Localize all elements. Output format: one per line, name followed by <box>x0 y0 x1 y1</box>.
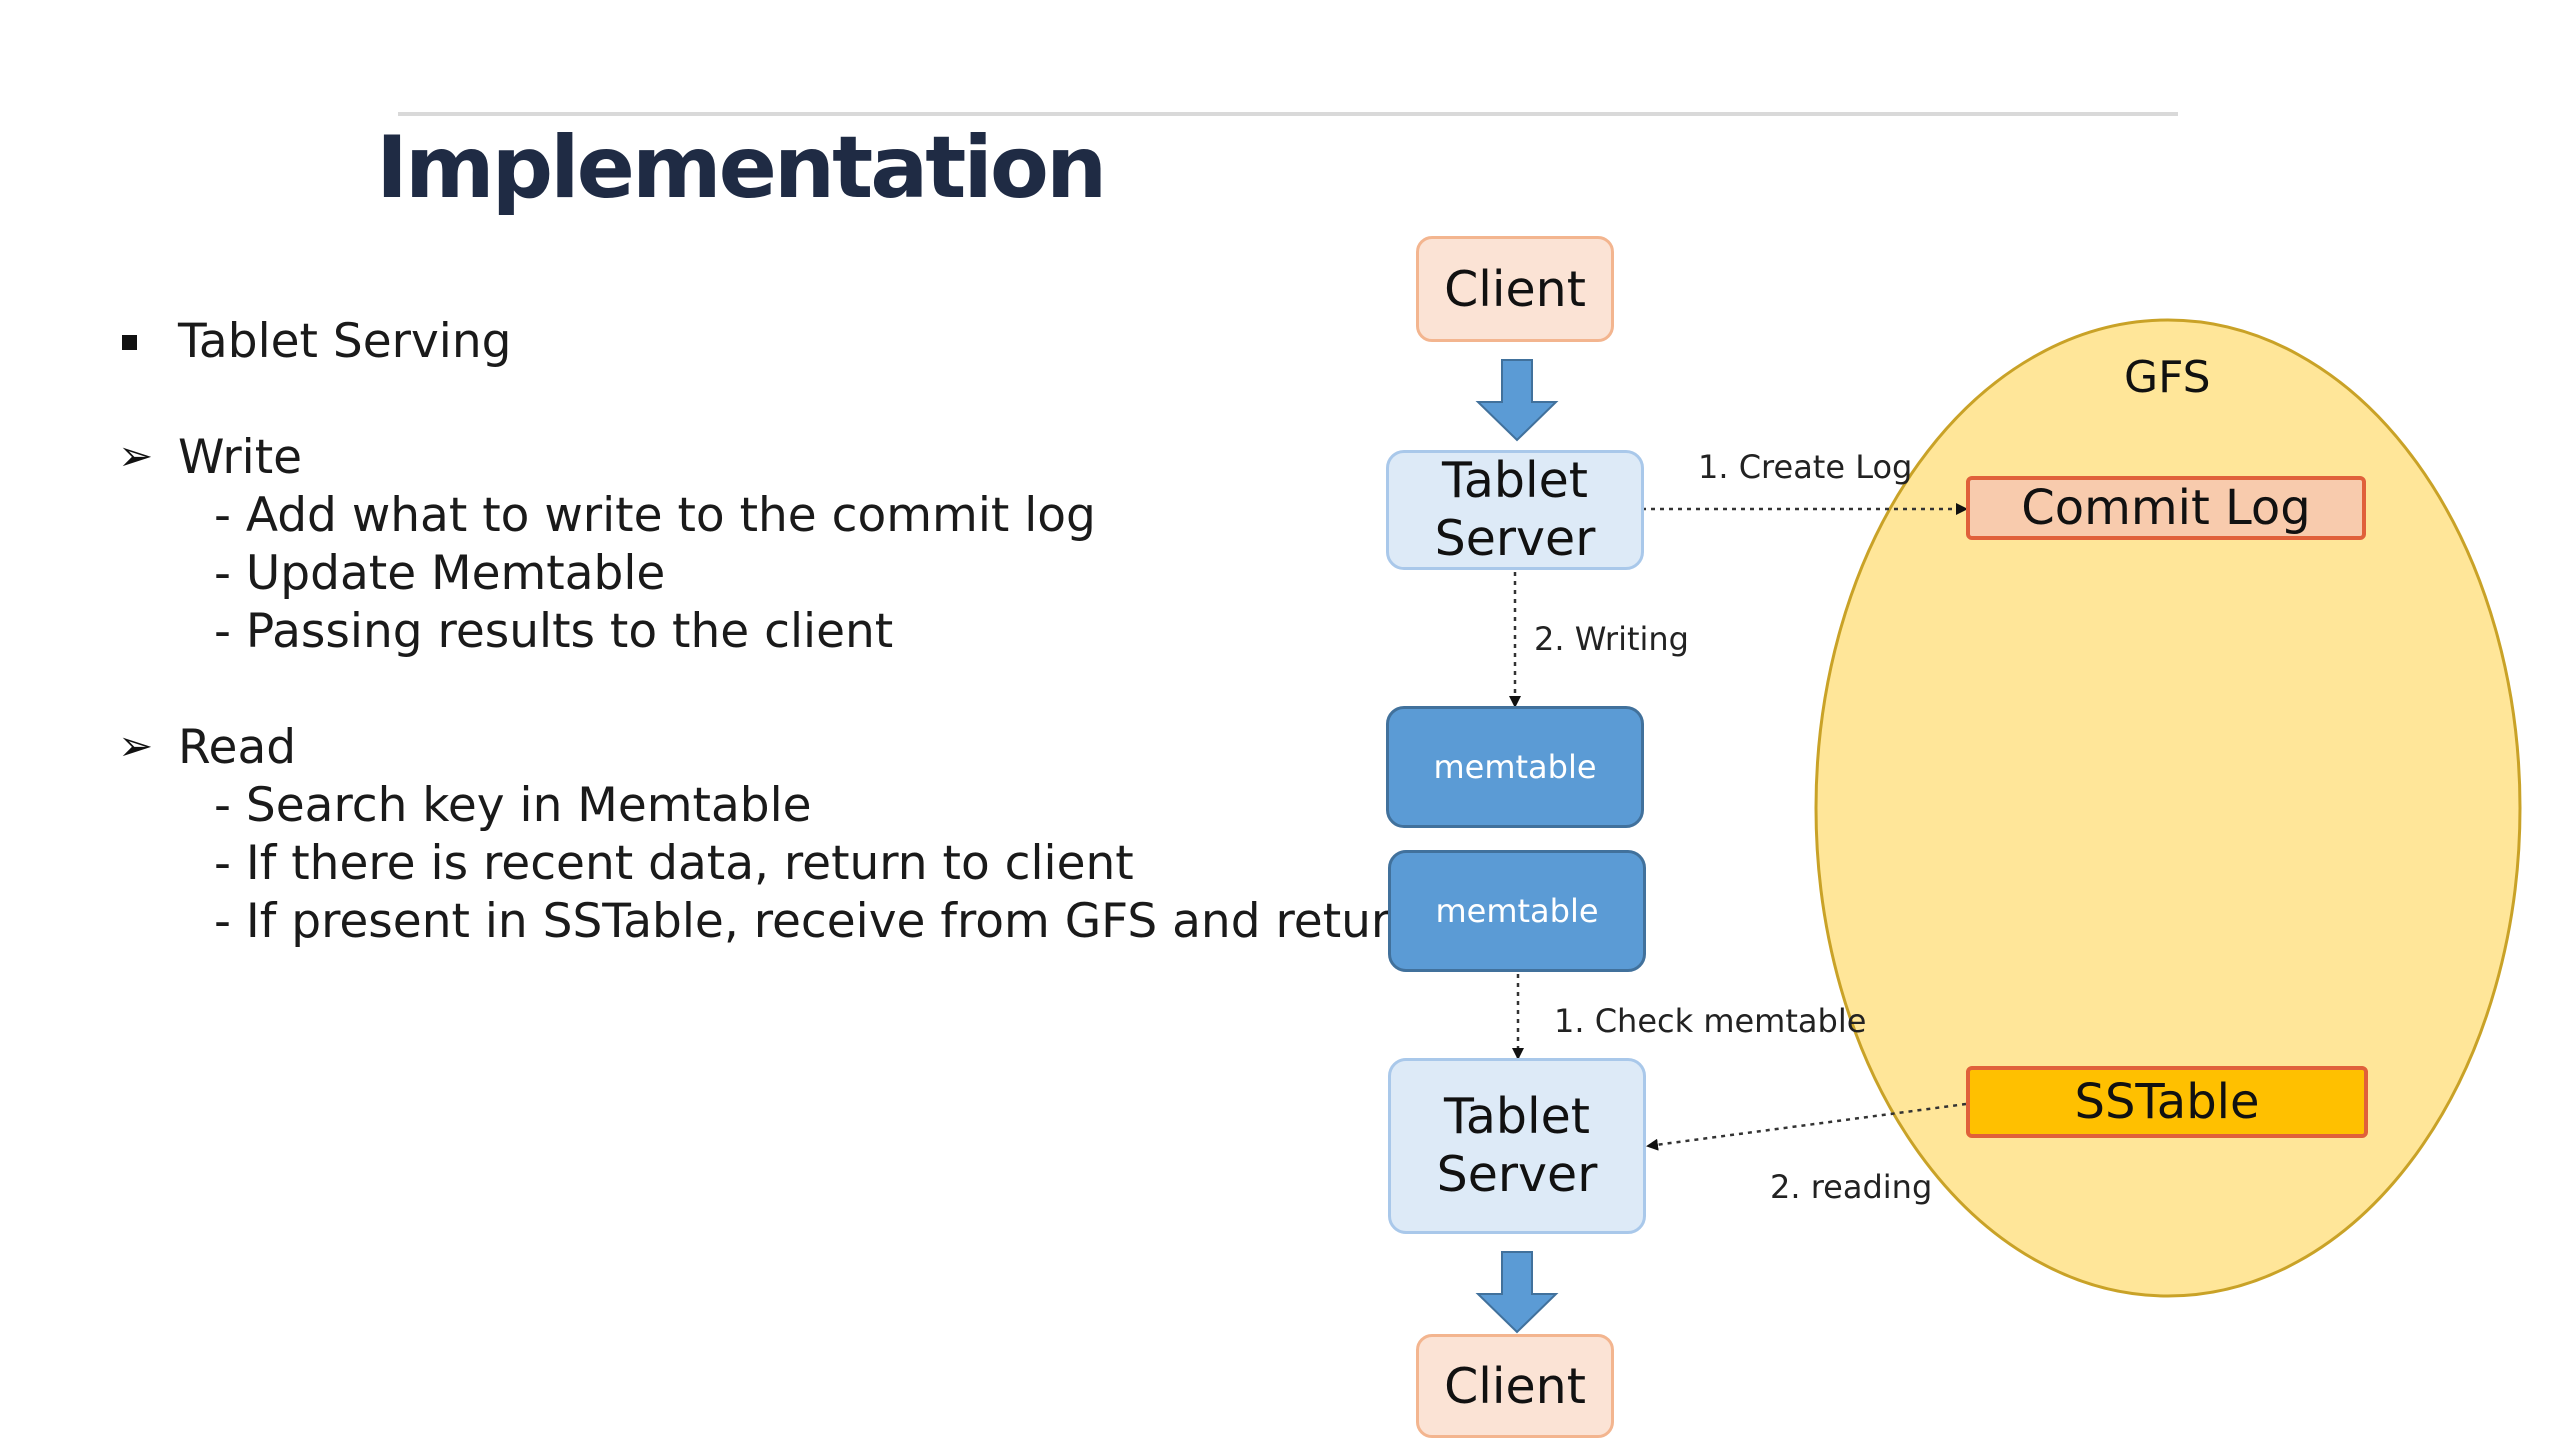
arrow-bullet-icon: ➢ <box>118 721 154 770</box>
write-item: - Passing results to the client <box>214 604 894 659</box>
tablet-server-top-line1: Tablet <box>1442 452 1588 509</box>
gfs-label: GFS <box>2124 352 2211 403</box>
check-memtable-label: 1. Check memtable <box>1554 1002 1867 1040</box>
write-item: - Update Memtable <box>214 546 666 601</box>
title-rule <box>398 112 2178 116</box>
tablet-server-top-box: Tablet Server <box>1386 450 1644 570</box>
write-label: Write <box>178 430 303 485</box>
heading-tablet-serving: Tablet Serving <box>178 314 512 369</box>
read-item: - If present in SSTable, receive from GF… <box>214 894 1420 949</box>
tablet-server-bottom-line1: Tablet <box>1444 1088 1590 1145</box>
gfs-ellipse <box>1814 318 2522 1298</box>
write-item: - Add what to write to the commit log <box>214 488 1096 543</box>
tablet-server-bottom-box: Tablet Server <box>1388 1058 1646 1234</box>
flow-arrow-down-bottom <box>1475 1251 1559 1334</box>
tablet-server-bottom-line2: Server <box>1436 1146 1598 1203</box>
square-bullet-icon <box>122 335 137 350</box>
create-log-label: 1. Create Log <box>1698 448 1913 486</box>
read-item: - If there is recent data, return to cli… <box>214 836 1134 891</box>
client-bottom-box: Client <box>1416 1334 1614 1438</box>
tablet-server-top-line2: Server <box>1434 510 1596 567</box>
memtable-box-2: memtable <box>1388 850 1646 972</box>
writing-label: 2. Writing <box>1534 620 1689 658</box>
reading-label: 2. reading <box>1770 1168 1933 1206</box>
arrow-bullet-icon: ➢ <box>118 431 154 480</box>
sstable-box: SSTable <box>1966 1066 2368 1138</box>
commit-log-box: Commit Log <box>1966 476 2366 540</box>
page-title: Implementation <box>376 118 1107 218</box>
memtable-box-1: memtable <box>1386 706 1644 828</box>
flow-arrow-down-top <box>1475 359 1559 442</box>
client-top-box: Client <box>1416 236 1614 342</box>
read-label: Read <box>178 720 297 775</box>
read-item: - Search key in Memtable <box>214 778 812 833</box>
